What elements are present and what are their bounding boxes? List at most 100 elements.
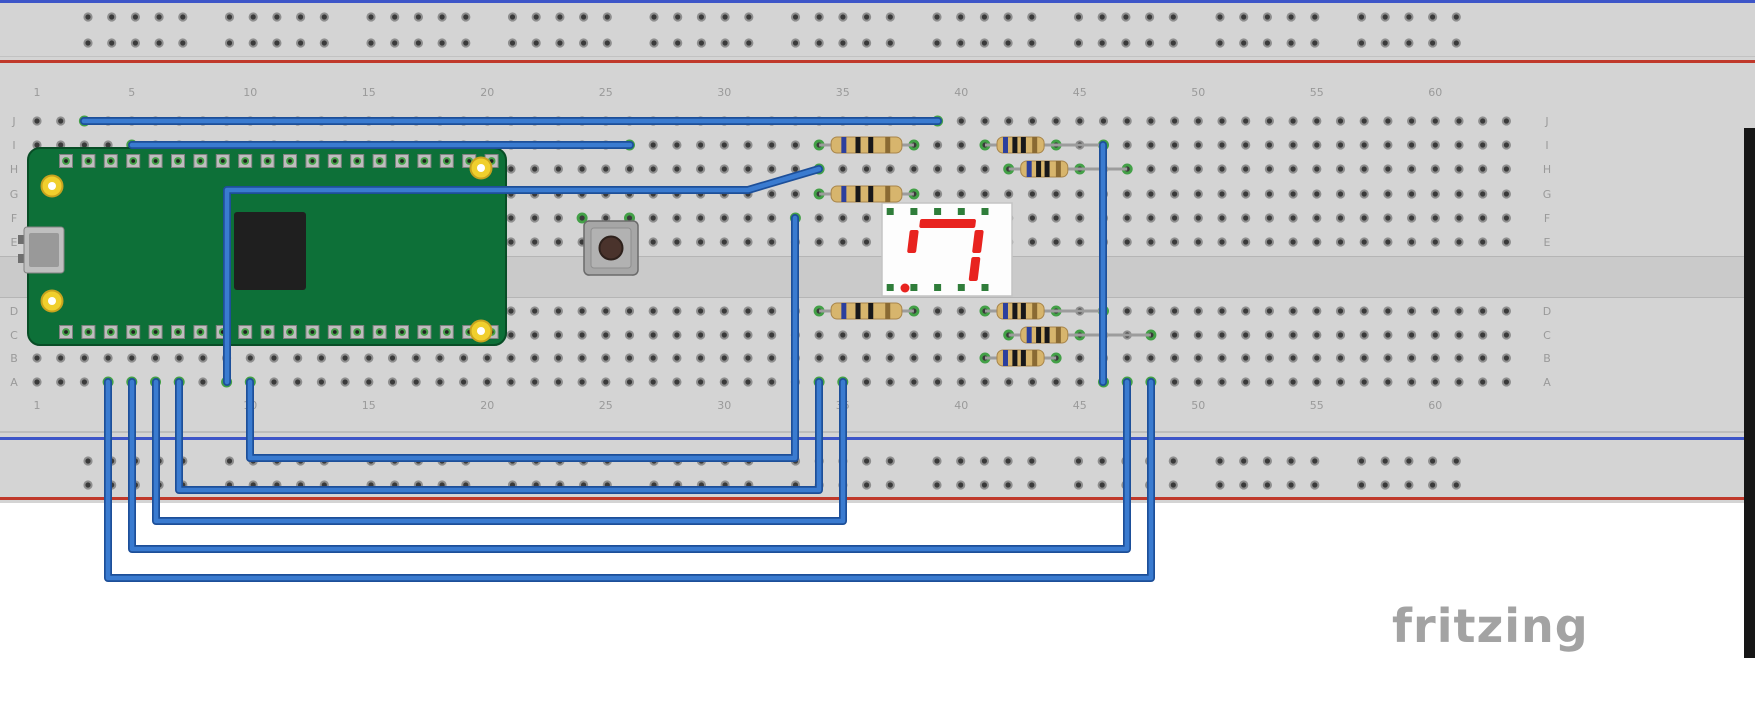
hole-opening <box>1123 40 1129 46</box>
hole-opening <box>581 14 587 20</box>
resistor-band <box>885 303 891 319</box>
hole-opening <box>1385 239 1391 245</box>
hole-opening <box>1358 482 1365 488</box>
hole-opening <box>1266 166 1272 172</box>
display-body <box>881 202 1013 297</box>
hole-opening <box>508 379 514 385</box>
wire[interactable] <box>223 165 823 386</box>
hole-opening <box>533 14 539 20</box>
hole-opening <box>1480 118 1486 124</box>
wire[interactable] <box>104 378 1155 582</box>
hole-opening <box>1124 142 1130 148</box>
hole-opening <box>1432 239 1438 245</box>
wire[interactable] <box>175 378 823 494</box>
hole-opening <box>1266 239 1272 245</box>
resistor[interactable] <box>819 136 914 154</box>
hole-opening <box>887 40 893 46</box>
column-number: 25 <box>599 399 613 412</box>
hole-opening <box>415 14 421 20</box>
wire-core <box>176 379 822 493</box>
mounting-hole-center <box>48 297 56 305</box>
column-number: 5 <box>128 86 135 99</box>
hole-opening <box>769 308 775 314</box>
hole-opening <box>581 40 587 46</box>
hole-opening <box>675 40 681 46</box>
hole-opening <box>152 355 159 361</box>
resistor-band <box>868 137 874 153</box>
hole-opening <box>532 308 538 314</box>
wire[interactable] <box>152 378 847 525</box>
hole-opening <box>1005 40 1011 46</box>
pico-pad-opening <box>176 330 180 334</box>
resistor[interactable] <box>819 185 914 203</box>
hole-opening <box>1219 142 1225 148</box>
wire[interactable] <box>128 378 1131 553</box>
hole-opening <box>816 14 822 20</box>
hole-opening <box>1503 332 1509 338</box>
hole-opening <box>1264 14 1270 20</box>
hole-opening <box>745 166 751 172</box>
hole-opening <box>1053 239 1059 245</box>
hole-opening <box>1288 482 1294 488</box>
resistor[interactable] <box>1008 326 1151 344</box>
hole-opening <box>1290 379 1296 385</box>
pico-pad-opening <box>355 159 360 163</box>
column-number: 40 <box>954 399 968 412</box>
hole-opening <box>342 379 348 385</box>
resistor-band <box>885 137 891 153</box>
hole-opening <box>769 166 775 172</box>
hole-opening <box>674 215 680 221</box>
hole-opening <box>1241 482 1247 488</box>
resistor[interactable] <box>819 302 914 320</box>
hole-opening <box>132 40 138 46</box>
hole-opening <box>674 355 680 361</box>
hole-opening <box>816 239 822 245</box>
resistor-band <box>868 186 874 202</box>
wire[interactable] <box>246 214 799 462</box>
raspberry-pi-pico[interactable] <box>18 147 507 346</box>
hole-opening <box>555 215 562 221</box>
hole-opening <box>1314 239 1320 245</box>
seven-segment-display[interactable] <box>881 202 1013 297</box>
hole-opening <box>863 355 870 361</box>
hole-opening <box>1503 191 1509 197</box>
column-number: 1 <box>34 399 41 412</box>
resistor[interactable] <box>1008 160 1128 178</box>
display-pin <box>981 284 989 291</box>
hole-opening <box>1409 332 1415 338</box>
hole-opening <box>935 379 941 385</box>
hole-opening <box>1266 332 1272 338</box>
hole-opening <box>1503 118 1509 124</box>
hole-opening <box>1243 332 1249 338</box>
hole-opening <box>911 379 917 385</box>
hole-opening <box>1432 332 1438 338</box>
hole-opening <box>439 40 445 46</box>
hole-opening <box>1361 355 1367 361</box>
hole-opening <box>226 14 233 20</box>
hole-opening <box>1172 142 1178 148</box>
hole-opening <box>1361 191 1367 197</box>
hole-opening <box>1053 118 1059 124</box>
hole-opening <box>1409 215 1415 221</box>
hole-opening <box>769 215 775 221</box>
hole-opening <box>1361 166 1367 172</box>
resistor[interactable] <box>985 136 1104 154</box>
negative-rail-line-bottom <box>0 437 1755 440</box>
button-cap <box>598 235 624 261</box>
row-letter: D <box>10 305 18 318</box>
pushbutton[interactable] <box>583 220 639 276</box>
hole-opening <box>1337 239 1344 245</box>
resistor[interactable] <box>985 302 1104 320</box>
column-number: 50 <box>1191 399 1205 412</box>
hole-opening <box>1029 118 1035 124</box>
column-number: 45 <box>1073 399 1087 412</box>
pico-pad-opening <box>265 330 270 334</box>
hole-opening <box>1409 142 1415 148</box>
hole-opening <box>1361 308 1367 314</box>
hole-opening <box>1385 355 1391 361</box>
hole-opening <box>1430 14 1436 20</box>
hole-opening <box>769 239 775 245</box>
hole-opening <box>1264 482 1270 488</box>
hole-opening <box>1077 191 1083 197</box>
resistor[interactable] <box>985 349 1057 367</box>
